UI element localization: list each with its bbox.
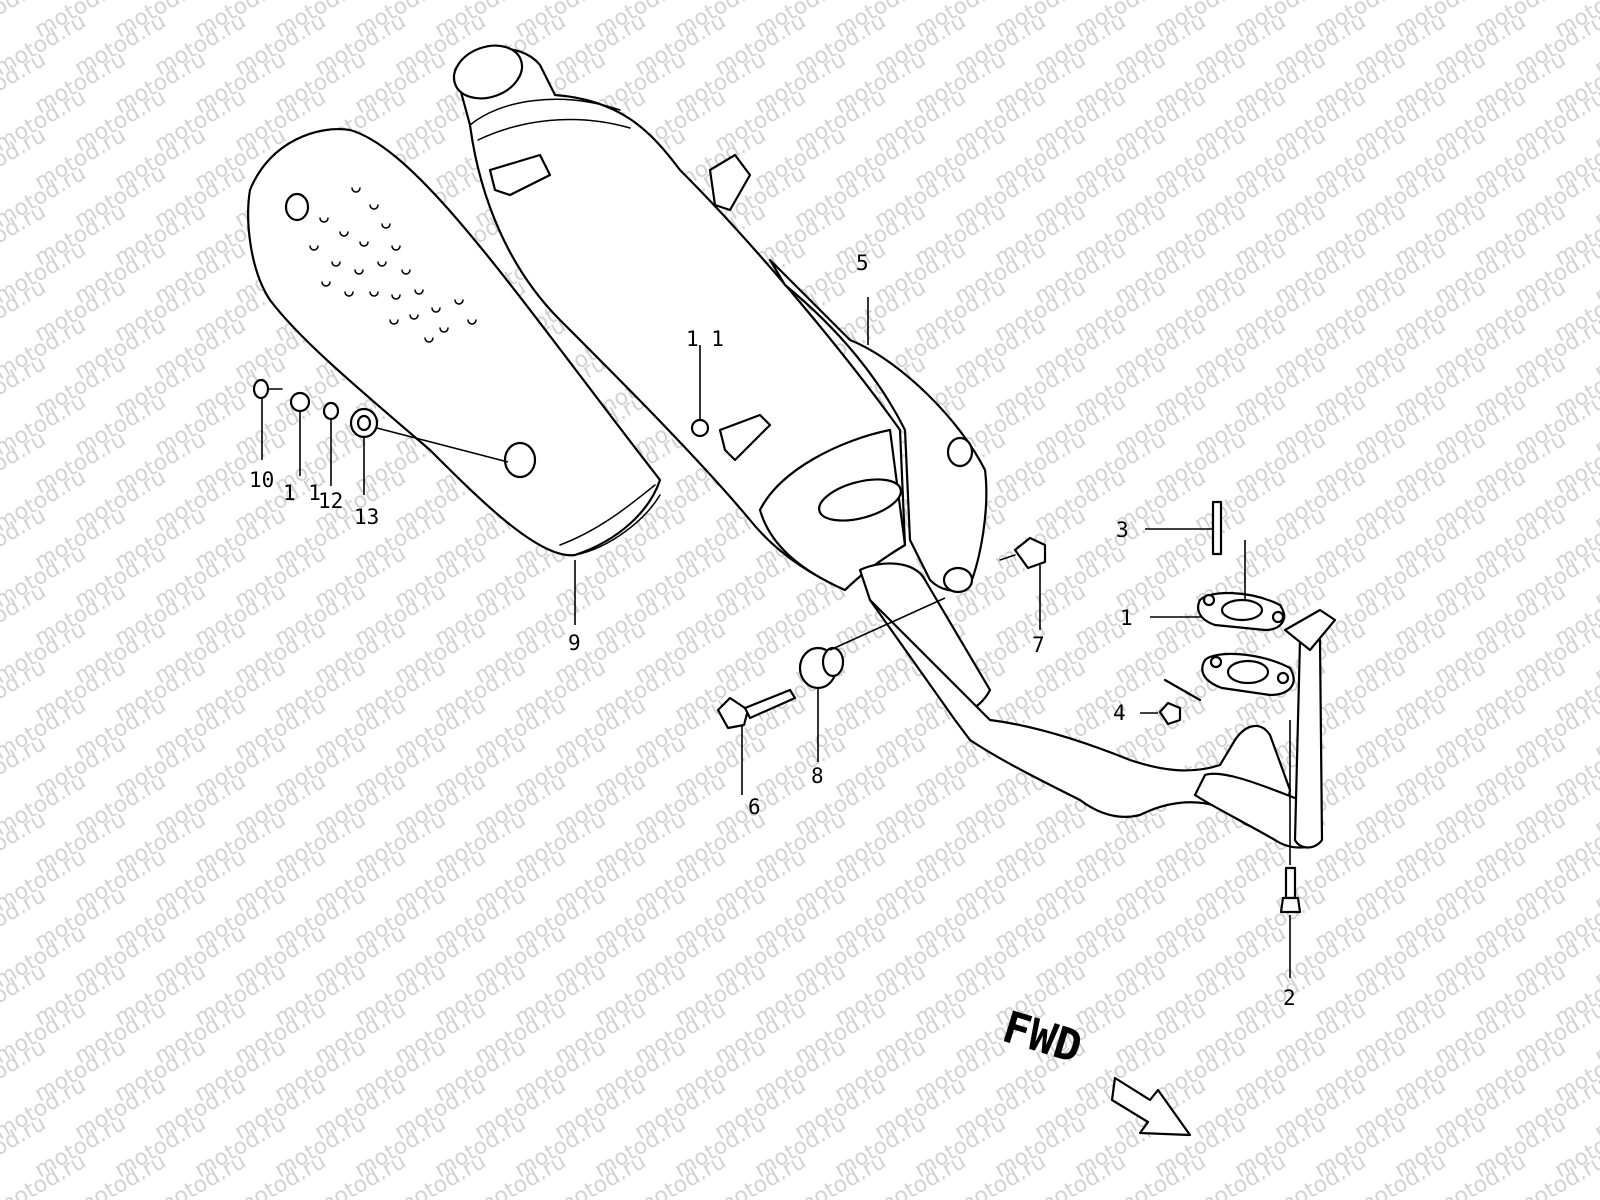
heat-shield <box>247 128 662 557</box>
callout-8: 8 <box>811 764 824 788</box>
stud-3 <box>1211 500 1223 556</box>
callout-11-lower: 1 1 <box>283 481 321 505</box>
bolt-10 <box>252 378 283 400</box>
bolt-7 <box>999 536 1047 570</box>
callout-11-upper: 1 1 <box>686 327 724 351</box>
stud-2 <box>1279 866 1302 914</box>
exhaust-header-pipe <box>868 592 1337 849</box>
grommet-13 <box>349 407 379 439</box>
forward-direction-indicator: FWD <box>997 1002 1192 1137</box>
collar-12 <box>322 401 340 421</box>
forward-arrow-icon <box>1110 1076 1192 1137</box>
callout-6: 6 <box>748 795 761 819</box>
callout-13: 13 <box>354 505 379 529</box>
nut-4 <box>1158 701 1182 726</box>
muffler <box>452 44 992 717</box>
callout-2: 2 <box>1283 986 1296 1010</box>
callout-12: 12 <box>318 489 343 513</box>
callout-4: 4 <box>1113 701 1126 725</box>
shield-perforations <box>309 187 477 343</box>
callout-1: 1 <box>1120 606 1133 630</box>
bolt-6 <box>716 688 797 730</box>
callout-3: 3 <box>1116 518 1129 542</box>
callout-10: 10 <box>249 468 274 492</box>
grommet-8 <box>798 646 845 690</box>
fwd-label: FWD <box>997 1002 1088 1074</box>
washer-11 <box>289 391 311 413</box>
callout-7: 7 <box>1032 633 1045 657</box>
leader-lines <box>261 297 1291 978</box>
callout-5: 5 <box>856 251 869 275</box>
callout-9: 9 <box>568 631 581 655</box>
